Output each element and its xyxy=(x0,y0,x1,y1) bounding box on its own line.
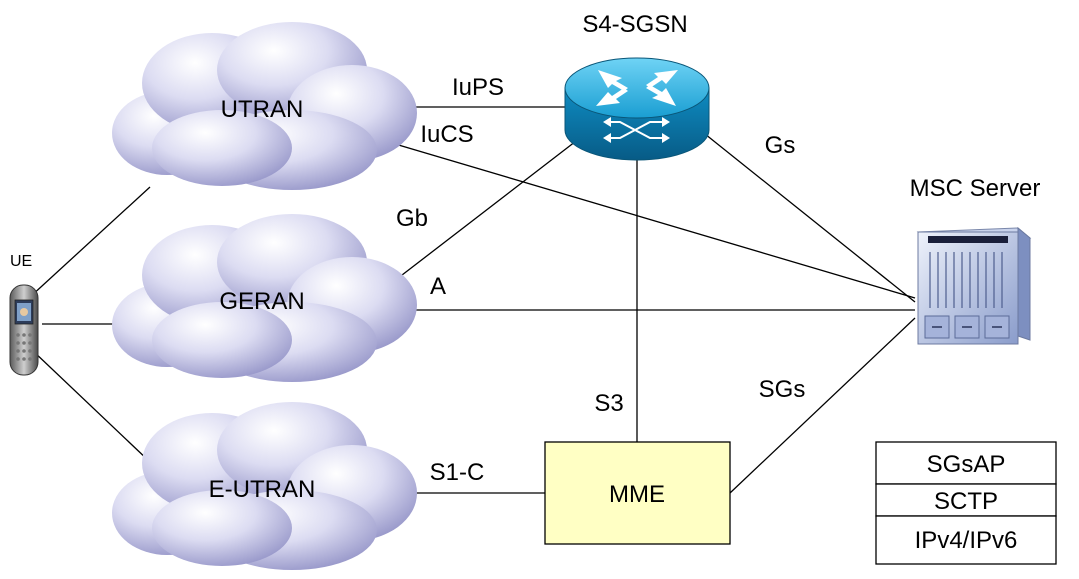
link-label-gb: Gb xyxy=(396,205,428,232)
link-label-s1c: S1-C xyxy=(430,459,485,486)
geran-label: GERAN xyxy=(219,288,304,315)
stack-label-sctp: SCTP xyxy=(934,488,998,515)
ue-phone-icon xyxy=(9,284,39,376)
msc-label: MSC Server xyxy=(910,175,1041,202)
line-ue-utran xyxy=(29,186,151,298)
stack-label-ip: IPv4/IPv6 xyxy=(915,527,1018,554)
utran-label: UTRAN xyxy=(221,96,304,123)
ue-label: UE xyxy=(10,253,32,270)
mme-box: MME xyxy=(544,441,731,545)
link-label-a: A xyxy=(430,273,446,300)
utran-cloud: UTRAN xyxy=(112,22,417,190)
line-ue-eutran xyxy=(31,349,151,463)
line-gs xyxy=(699,129,916,303)
sgsn-router-icon xyxy=(564,57,710,161)
link-label-iucs: IuCS xyxy=(420,121,473,148)
geran-cloud: GERAN xyxy=(112,214,417,382)
msc-server-icon xyxy=(916,226,1032,345)
sgsn-label: S4-SGSN xyxy=(582,11,687,38)
stack-layer-sgsap xyxy=(875,441,1057,485)
line-iucs xyxy=(374,137,916,299)
mme-label: MME xyxy=(609,481,665,508)
line-sgs xyxy=(729,317,916,494)
link-label-iups: IuPS xyxy=(452,74,504,101)
eutran-label: E-UTRAN xyxy=(209,476,316,503)
stack-label-sgsap: SGsAP xyxy=(927,451,1006,478)
stack-layer-ip xyxy=(875,515,1057,565)
protocol-stack: SGsAP SCTP IPv4/IPv6 xyxy=(875,441,1057,565)
link-label-s3: S3 xyxy=(594,390,623,417)
stack-layer-sctp xyxy=(875,483,1057,517)
link-label-gs: Gs xyxy=(765,132,796,159)
link-label-sgs: SGs xyxy=(759,376,806,403)
eutran-cloud: E-UTRAN xyxy=(112,402,417,570)
line-gb xyxy=(379,137,581,293)
